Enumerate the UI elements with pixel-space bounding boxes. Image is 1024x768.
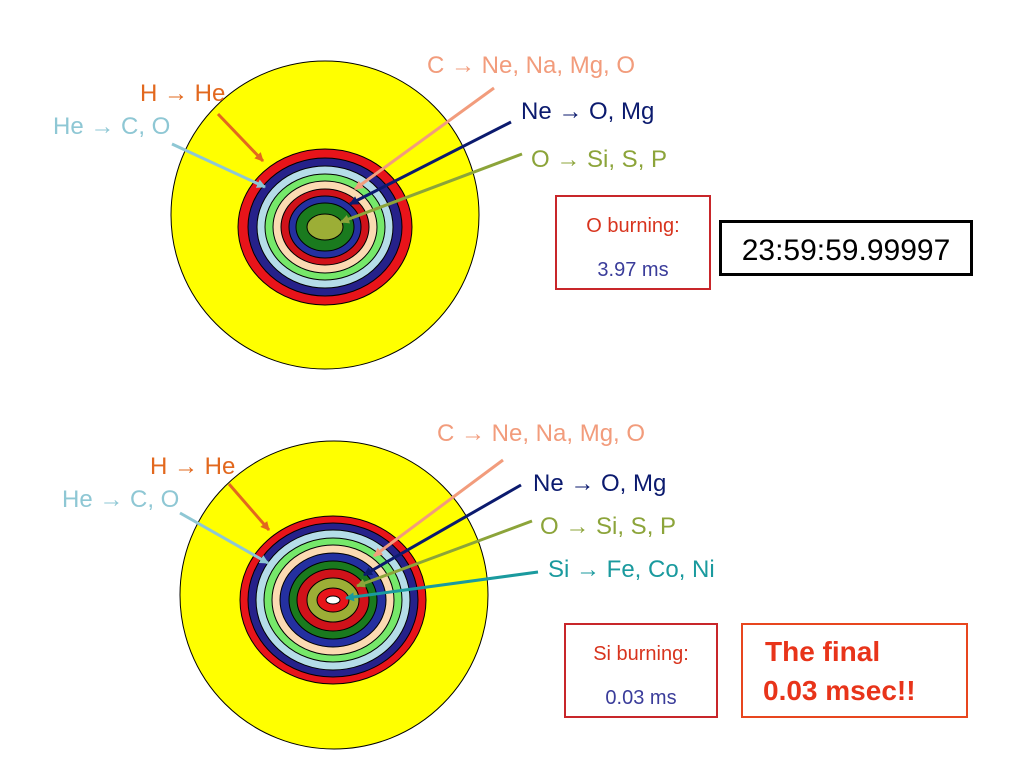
final-line-1: The final [765, 636, 881, 667]
bottom-star [179, 440, 539, 750]
bottom-label-he-c-o: He → C, O [62, 486, 180, 513]
bottom-arrow-ne-o [363, 483, 522, 577]
top-clock-text: 23:59:59.99997 [741, 234, 951, 267]
top-label-he-c-o: He → C, O [53, 113, 171, 140]
top-label-h-he: H → He [140, 80, 226, 107]
bottom-arrow-h-he [227, 483, 271, 531]
top-arrow-c-ne [354, 86, 495, 191]
bottom-si-burning-box: Si burning: 0.03 ms [564, 623, 718, 718]
top-arrow-ne-o [349, 120, 512, 206]
top-burning-time: 3.97 ms [597, 259, 669, 281]
bottom-final-box: The final 0.03 msec!! [741, 623, 968, 718]
top-o-burning-box: O burning: 3.97 ms [555, 195, 711, 290]
top-arrow-h-he [216, 112, 265, 163]
bottom-arrow-he-c-o [179, 511, 269, 565]
top-label-c-ne: C → Ne, Na, Mg, O [427, 52, 636, 79]
bottom-arrow-c-ne [373, 458, 504, 558]
bottom-burning-title: Si burning: [593, 643, 689, 665]
bottom-arrow-si-fe [345, 570, 539, 602]
bottom-label-h-he: H → He [150, 453, 236, 480]
top-label-ne-o: Ne → O, Mg [521, 98, 655, 125]
top-shell-olive-core [306, 213, 344, 241]
bottom-shell-core [325, 595, 341, 605]
top-burning-title: O burning: [586, 215, 680, 237]
top-label-o-si: O → Si, S, P [531, 146, 668, 173]
bottom-arrow-o-si [356, 519, 533, 588]
bottom-burning-time: 0.03 ms [605, 687, 677, 709]
top-arrow-o-si [340, 152, 523, 224]
bottom-label-si-fe: Si → Fe, Co, Ni [548, 556, 715, 583]
bottom-label-o-si: O → Si, S, P [540, 513, 677, 540]
final-line-2: 0.03 msec!! [763, 675, 916, 706]
top-clock-box: 23:59:59.99997 [719, 220, 973, 276]
top-arrow-he-c-o [171, 142, 266, 189]
bottom-label-ne-o: Ne → O, Mg [533, 470, 667, 497]
bottom-label-c-ne: C → Ne, Na, Mg, O [437, 420, 646, 447]
top-star [170, 60, 523, 370]
